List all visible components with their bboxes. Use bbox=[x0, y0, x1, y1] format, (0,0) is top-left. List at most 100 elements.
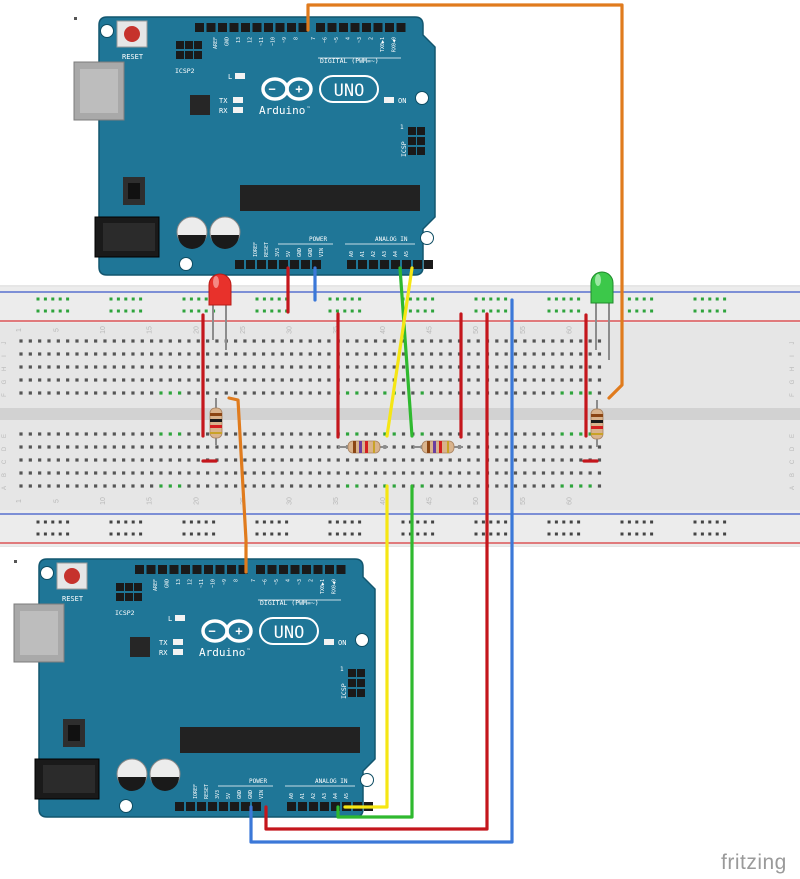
digital-header-pin[interactable] bbox=[302, 565, 311, 574]
digital-header-pin[interactable] bbox=[275, 23, 285, 32]
power-header-pin[interactable] bbox=[301, 260, 310, 269]
wire-yellow-scl-bottom[interactable] bbox=[343, 484, 389, 809]
analog-header-pin[interactable] bbox=[347, 260, 356, 269]
digital-header-pin[interactable] bbox=[290, 565, 300, 574]
digital-header-pin[interactable] bbox=[279, 565, 288, 574]
analog-header-pin[interactable] bbox=[391, 260, 400, 269]
digital-header-pin[interactable] bbox=[252, 23, 262, 32]
power-pin-label: IOREF bbox=[253, 242, 259, 257]
digital-header-pin[interactable] bbox=[204, 565, 213, 574]
wire-red-5v-bottom[interactable] bbox=[264, 312, 489, 831]
mounting-hole bbox=[40, 566, 54, 580]
digital-header-pin[interactable] bbox=[264, 23, 273, 32]
reset-button-cap[interactable] bbox=[124, 26, 140, 42]
digital-header-pin[interactable] bbox=[287, 23, 296, 32]
digital-header-pin[interactable] bbox=[256, 565, 265, 574]
digital-pin-label: 2 bbox=[309, 579, 315, 582]
wire-orange-bottom[interactable] bbox=[227, 396, 248, 574]
analog-header-pin[interactable] bbox=[424, 260, 433, 269]
digital-header-pin[interactable] bbox=[350, 23, 360, 32]
digital-header-pin[interactable] bbox=[195, 23, 204, 32]
analog-header-pin[interactable] bbox=[320, 802, 329, 811]
digital-pin-label: GND bbox=[165, 579, 171, 588]
analog-header-pin[interactable] bbox=[287, 802, 296, 811]
digital-header-pin[interactable] bbox=[181, 565, 190, 574]
digital-header-pin[interactable] bbox=[396, 23, 406, 32]
wire-orange-top[interactable] bbox=[306, 3, 624, 400]
digital-header-pin[interactable] bbox=[227, 565, 236, 574]
wire-blue-gnd-bottom[interactable] bbox=[249, 298, 514, 844]
analog-header-pin[interactable] bbox=[380, 260, 389, 269]
green-led[interactable] bbox=[590, 271, 614, 360]
power-header-pin[interactable] bbox=[241, 802, 250, 811]
digital-header-pin[interactable] bbox=[241, 23, 250, 32]
digital-header-pin[interactable] bbox=[169, 565, 179, 574]
power-header-pin[interactable] bbox=[290, 260, 299, 269]
digital-header-pin[interactable] bbox=[327, 23, 337, 32]
power-header-pin[interactable] bbox=[175, 802, 184, 811]
analog-header-pin[interactable] bbox=[331, 802, 340, 811]
power-header-pin[interactable] bbox=[208, 802, 217, 811]
resistor-red-led[interactable] bbox=[209, 398, 223, 445]
breadboard-hole bbox=[206, 352, 210, 356]
rail-hole bbox=[431, 520, 435, 524]
power-header-pin[interactable] bbox=[230, 802, 239, 811]
digital-header-pin[interactable] bbox=[362, 23, 371, 32]
power-header-pin[interactable] bbox=[246, 260, 255, 269]
digital-header-pin[interactable] bbox=[158, 565, 167, 574]
digital-header-pin[interactable] bbox=[215, 565, 225, 574]
power-header-pin[interactable] bbox=[252, 802, 261, 811]
rail-hole bbox=[58, 520, 62, 524]
power-header-pin[interactable] bbox=[268, 260, 277, 269]
digital-header-pin[interactable] bbox=[146, 565, 156, 574]
power-header-pin[interactable] bbox=[312, 260, 321, 269]
digital-header-pin[interactable] bbox=[373, 23, 383, 32]
breadboard-hole bbox=[75, 484, 79, 488]
breadboard-hole bbox=[84, 352, 88, 356]
power-header-pin[interactable] bbox=[279, 260, 288, 269]
resistor-green-led[interactable] bbox=[590, 400, 604, 447]
power-header-pin[interactable] bbox=[257, 260, 266, 269]
row-letter: D bbox=[2, 446, 8, 451]
analog-header-pin[interactable] bbox=[402, 260, 411, 269]
rail-hole bbox=[700, 309, 704, 313]
digital-header-pin[interactable] bbox=[192, 565, 202, 574]
analog-header-pin[interactable] bbox=[369, 260, 378, 269]
analog-header-pin[interactable] bbox=[413, 260, 422, 269]
resistor-left-h[interactable] bbox=[338, 440, 388, 454]
breadboard-hole bbox=[345, 432, 350, 436]
power-header-pin[interactable] bbox=[186, 802, 195, 811]
digital-header-pin[interactable] bbox=[267, 565, 277, 574]
reset-button-cap[interactable] bbox=[64, 568, 80, 584]
breadboard-hole bbox=[429, 432, 434, 436]
breadboard-hole bbox=[355, 432, 359, 436]
digital-header-pin[interactable] bbox=[336, 565, 346, 574]
wire-green-sda-top[interactable] bbox=[398, 266, 414, 438]
digital-header-pin[interactable] bbox=[229, 23, 239, 32]
digital-header-pin[interactable] bbox=[385, 23, 394, 32]
analog-header-pin[interactable] bbox=[358, 260, 367, 269]
digital-header-pin[interactable] bbox=[313, 565, 323, 574]
mounting-hole bbox=[415, 91, 429, 105]
led-l bbox=[175, 615, 185, 621]
power-header-pin[interactable] bbox=[235, 260, 244, 269]
power-header-pin[interactable] bbox=[197, 802, 206, 811]
power-header-pin[interactable] bbox=[219, 802, 228, 811]
digital-header-pin[interactable] bbox=[218, 23, 227, 32]
red-led[interactable] bbox=[208, 273, 232, 350]
digital-header-pin[interactable] bbox=[238, 565, 248, 574]
digital-header-pin[interactable] bbox=[298, 23, 308, 32]
digital-header-pin[interactable] bbox=[316, 23, 325, 32]
breadboard-hole bbox=[476, 365, 480, 369]
digital-header-pin[interactable] bbox=[339, 23, 348, 32]
wire-yellow-scl-top[interactable] bbox=[385, 266, 414, 438]
breadboard-hole bbox=[401, 378, 406, 382]
digital-header-pin[interactable] bbox=[206, 23, 216, 32]
digital-header-pin[interactable] bbox=[135, 565, 144, 574]
wire-green-sda-bottom[interactable] bbox=[336, 484, 414, 819]
digital-header-pin[interactable] bbox=[325, 565, 334, 574]
analog-header-pin[interactable] bbox=[298, 802, 307, 811]
breadboard-hole bbox=[299, 458, 303, 462]
analog-header-pin[interactable] bbox=[309, 802, 318, 811]
resistor-right-h[interactable] bbox=[413, 440, 463, 454]
